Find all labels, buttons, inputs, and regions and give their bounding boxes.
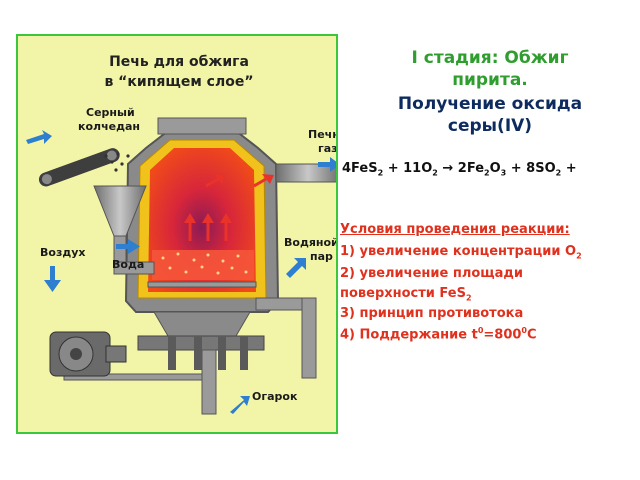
side-pipe-down [301,297,317,379]
label-steam-2: пар [310,250,333,263]
conditions-title: Условия проведения реакции: [340,222,570,237]
condition-1: 1) увеличение концентрации O2 [340,244,582,261]
reaction-equation: 4FeS2 + 11O2 → 2Fe2O3 + 8SO2 + [342,161,577,178]
condition-3: 3) принцип противотока [340,306,524,321]
stage-title-line2: пирита. [452,70,528,90]
condition-2-line2: поверхности FeS2 [340,286,472,303]
bed-particles [161,252,248,275]
label-gas-2: газ [318,142,338,155]
gas-outlet-pipe [275,163,336,183]
stage-title-line1: I стадия: Обжиг [411,48,569,68]
label-pyrite-1: Серный [86,106,135,119]
diagram-title-line1: Печь для обжига [109,54,249,70]
stage-subtitle-line2: серы(IV) [447,116,533,136]
furnace-diagram: Печь для обжига в “кипящем слое” Серный … [16,34,338,434]
label-cinder: Огарок [252,390,298,403]
label-water: Вода [112,258,145,271]
label-pyrite-2: колчедан [78,120,140,133]
steam-arrow [286,258,306,278]
label-gas-1: Печной [308,128,336,141]
fluidized-bed [152,250,254,280]
cinder-arrow [230,396,250,414]
grate [147,281,257,288]
furnace-illustration [26,117,336,415]
furnace-base [153,311,251,337]
label-air: Воздух [40,246,86,259]
blower-machine [49,331,127,377]
stage-subtitle-line1: Получение оксида [397,94,583,114]
condition-4: 4) Поддержание t0=8000C [340,326,537,343]
pyrite-inlet-arrow [26,130,52,144]
furnace-top [157,117,247,135]
condition-2-line1: 2) увеличение площади [340,266,524,281]
feed-pipe-horizontal [113,261,155,275]
flow-arrows [184,174,274,241]
support-legs [168,336,248,370]
conveyor [38,148,120,187]
pyrite-particles [104,152,130,172]
water-arrow [116,239,140,254]
cinder-pipe [201,349,217,415]
gas-out-arrow [318,157,336,172]
diagram-title-line2: в “кипящем слое” [104,74,254,90]
label-steam-1: Водяной [284,236,338,249]
air-arrow [44,266,61,292]
